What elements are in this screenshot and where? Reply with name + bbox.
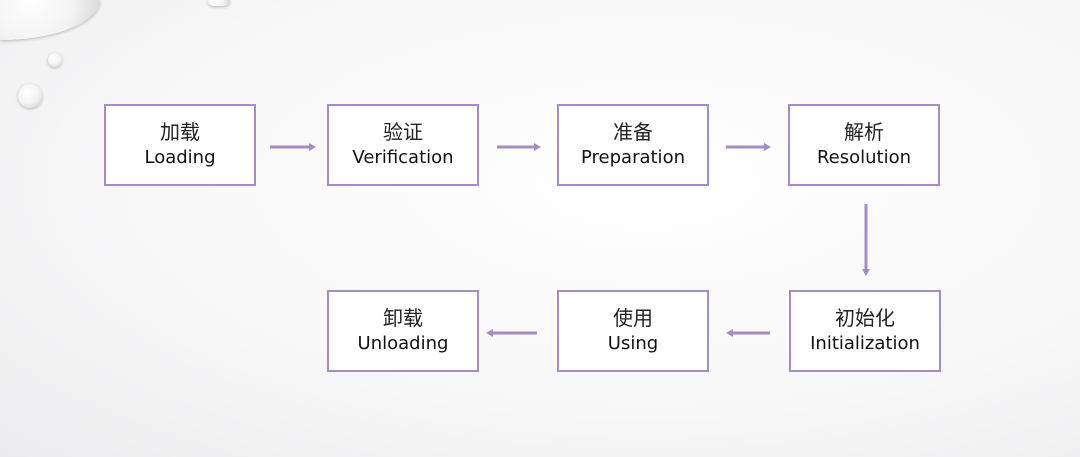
arrow-left-icon [486,329,537,337]
stage-zh: 初始化 [835,306,895,330]
stage-en: Verification [352,147,454,168]
decorative-bubble [48,53,62,67]
stage-zh: 验证 [383,120,423,144]
arrow-down-icon [862,204,870,276]
stage-preparation: 准备 Preparation [557,104,709,186]
stage-loading: 加载 Loading [104,104,256,186]
decorative-bubble [208,0,230,6]
stage-zh: 卸载 [383,306,423,330]
stage-zh: 解析 [844,120,884,144]
stage-zh: 使用 [613,306,653,330]
stage-en: Loading [144,147,216,168]
arrow-right-icon [270,143,316,151]
stage-initialization: 初始化 Initialization [789,290,941,372]
stage-verification: 验证 Verification [327,104,479,186]
stage-en: Initialization [810,333,920,354]
stage-en: Using [607,333,659,354]
arrow-left-icon [726,329,770,337]
stage-zh: 加载 [160,120,200,144]
stage-en: Preparation [581,147,685,168]
arrow-right-icon [726,143,771,151]
arrow-right-icon [497,143,541,151]
stage-en: Unloading [357,333,449,354]
decorative-bubble [18,84,42,108]
stage-resolution: 解析 Resolution [788,104,940,186]
stage-en: Resolution [816,147,912,168]
stage-unloading: 卸载 Unloading [327,290,479,372]
stage-zh: 准备 [613,120,653,144]
stage-using: 使用 Using [557,290,709,372]
